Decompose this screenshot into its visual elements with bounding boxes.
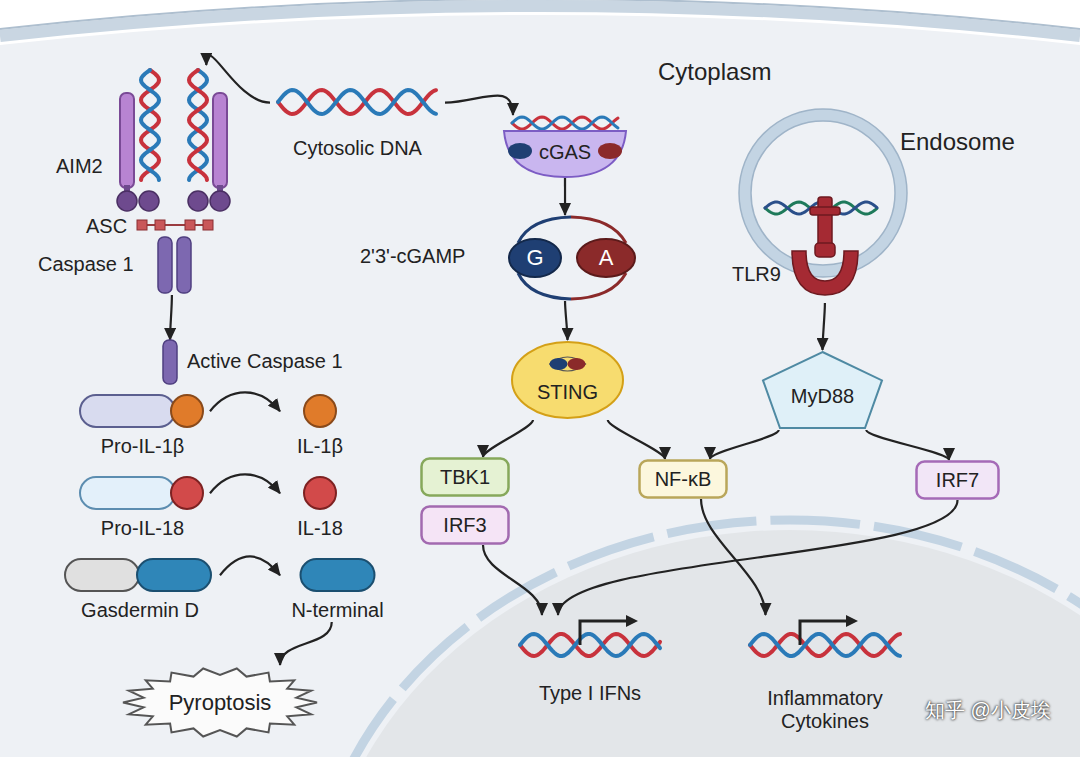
node-label: A [599,245,614,270]
connector-arrow [210,474,280,493]
connector-arrow [608,420,665,459]
node-rbox: IRF7 [915,460,1000,500]
node-label: IL-1β [297,435,343,458]
node-label: MyD88 [791,385,854,408]
node-label: Pro-IL-18 [101,517,184,540]
connector-arrow [866,430,949,460]
node-label: IRF7 [936,469,979,492]
node-pent: MyD88 [760,350,885,430]
node-label: N-terminal [291,599,383,622]
node-label: Inflammatory Cytokines [745,687,905,733]
node-burst: Pyroptosis [120,665,320,740]
node-label: STING [537,381,598,404]
node-label: Cytosolic DNA [293,137,422,160]
node-label: 2'3'-cGAMP [360,245,465,268]
watermark: 知乎 @小皮埃 [925,697,1051,724]
node-gas: Gasdermin D [60,557,220,622]
node-tlr: TLR9 [730,193,860,303]
connector-arrow [170,295,172,340]
node-label: TBK1 [440,466,490,489]
node-sting: STING [510,340,625,420]
node-label: AIM2 [56,155,103,178]
node-label: Caspase 1 [38,253,134,276]
node-rbox: IRF3 [420,505,510,545]
shape-tlr [730,193,860,303]
connector-arrow [823,303,825,350]
node-loop: 2'3'-cGAMP G A [360,215,650,301]
connector-arrow [280,622,332,665]
connector-arrow [483,545,542,615]
node-pill2: Pro-IL-18 [75,475,210,540]
node-label: TLR9 [732,263,781,286]
node-rbox: NF-κB [638,459,728,499]
node-bowl: cGAS [500,115,630,177]
node-label: Endosome [900,128,1015,156]
node-actcasp: Active Caspase 1 [155,340,380,384]
nuclear-membrane [310,520,1080,757]
shape-sting [510,340,625,420]
node-endo: EndosomeTLR9 [735,108,1065,298]
node-label: cGAS [539,141,591,164]
node-label: IRF3 [443,514,486,537]
node-dna: Cytosolic DNA [270,78,445,160]
connector-arrow [558,500,958,615]
node-label: ASC [86,215,127,238]
node-gene: Type I IFNs [510,615,670,705]
connector-arrow [701,499,766,615]
node-inflam: AIM2ASC Caspase 1 [30,65,245,295]
connector-arrow [210,392,280,411]
connector-arrow [564,177,566,215]
node-label: Active Caspase 1 [187,350,343,373]
node-label: Pro-IL-1β [101,435,185,458]
connector-arrow [565,301,567,340]
node-label: NF-κB [655,468,712,491]
node-pill2: Pro-IL-1β [75,393,210,458]
node-label: Pyroptosis [169,690,272,715]
node-gene: Inflammatory Cytokines [740,615,910,733]
node-circ: IL-1β [280,393,360,458]
cell-membrane-line [0,0,1080,29]
node-circ: IL-18 [280,475,360,540]
node-ell: A [575,237,637,279]
connector-arrow [483,420,533,457]
connector-arrow [445,95,513,115]
node-label: Gasdermin D [81,599,199,622]
nucleus [320,530,1080,757]
node-label: G [526,245,543,270]
region-label: Cytoplasm [658,58,771,86]
cell-membrane [0,6,1080,36]
node-nterm: N-terminal [280,557,395,622]
connector-arrow [220,556,280,575]
node-rbox: TBK1 [420,457,510,497]
node-label: IL-18 [297,517,343,540]
node-ell: G [507,237,563,279]
node-label: Type I IFNs [539,682,641,705]
connector-arrow [710,430,779,459]
